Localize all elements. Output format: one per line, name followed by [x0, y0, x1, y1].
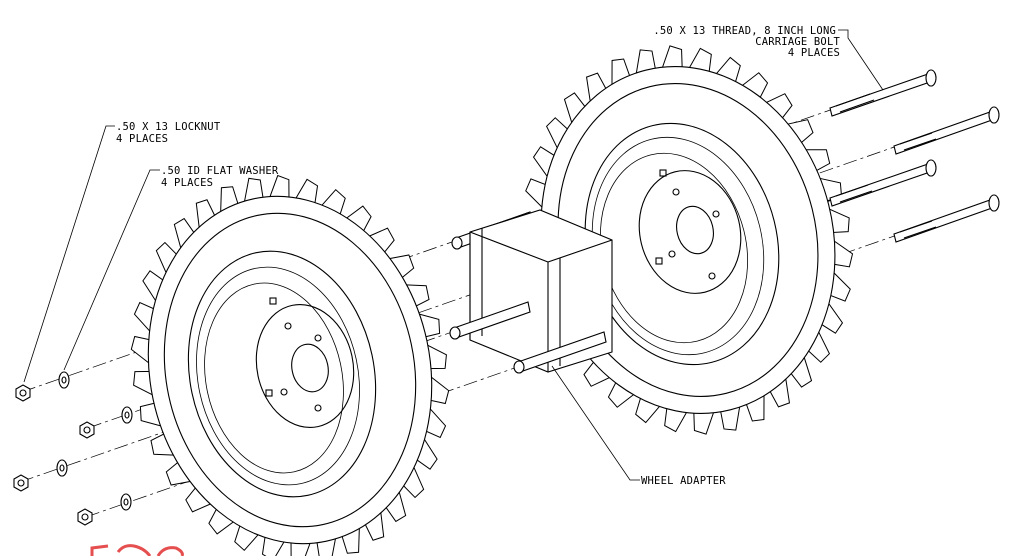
adapter-pin-bottom	[513, 331, 607, 374]
carriage-bolts	[829, 69, 1000, 243]
locknut-1	[15, 384, 31, 402]
locknut-3	[13, 474, 29, 492]
wheel-adapter	[449, 209, 613, 374]
leader-flat-washer	[63, 169, 160, 371]
locknuts	[13, 384, 95, 526]
callout-locknut: .50 X 13 LOCKNUT 4 PLACES	[116, 121, 221, 145]
carriage-bolt-2	[893, 106, 1000, 155]
watermark-fragment	[90, 544, 184, 556]
callout-locknut-line2: 4 PLACES	[116, 133, 168, 145]
flat-washer-2	[121, 406, 133, 424]
locknut-2	[79, 421, 95, 439]
flat-washer-4	[120, 493, 132, 511]
callout-locknut-line1: .50 X 13 LOCKNUT	[116, 121, 221, 133]
locknut-4	[77, 508, 93, 526]
carriage-bolt-4	[893, 194, 1000, 243]
flat-washer-3	[56, 459, 68, 477]
leader-locknut	[23, 125, 115, 383]
flat-washers	[56, 371, 133, 511]
leader-lines	[23, 29, 884, 481]
callout-carriage-bolt: .50 X 13 THREAD, 8 INCH LONG CARRIAGE BO…	[653, 25, 840, 59]
callout-flat-washer-line1: .50 ID FLAT WASHER	[161, 165, 279, 177]
flat-washer-1	[58, 371, 70, 389]
callout-wheel-adapter-line1: WHEEL ADAPTER	[641, 475, 726, 487]
carriage-bolt-3	[829, 159, 937, 207]
leader-carriage-bolt	[838, 29, 884, 91]
callout-carriage-bolt-line1: .50 X 13 THREAD, 8 INCH LONG	[653, 25, 836, 37]
leader-wheel-adapter	[551, 365, 640, 481]
callout-flat-washer: .50 ID FLAT WASHER 4 PLACES	[161, 165, 279, 189]
callout-wheel-adapter: WHEEL ADAPTER	[641, 475, 726, 487]
callout-carriage-bolt-line2: CARRIAGE BOLT	[755, 36, 840, 48]
left-tire-wheel	[130, 174, 450, 556]
callout-carriage-bolt-line3: 4 PLACES	[788, 47, 840, 59]
carriage-bolt-1	[829, 69, 937, 117]
axis-line-3	[19, 197, 839, 483]
adapter-pin-mid-lower	[449, 301, 531, 340]
callout-flat-washer-line2: 4 PLACES	[161, 177, 213, 189]
